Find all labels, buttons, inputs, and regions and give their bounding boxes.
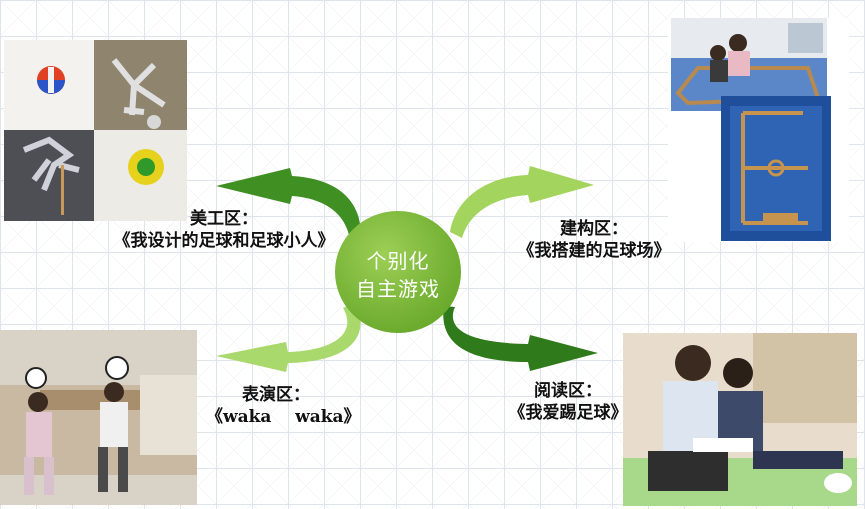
- read-area-photos: [623, 333, 857, 506]
- show-area-title: 《waka waka》: [206, 407, 361, 427]
- show-area-photo: [0, 330, 197, 505]
- build-area-title: 《我搭建的足球场》: [517, 241, 671, 261]
- build-area-label: 建构区： 《我搭建的足球场》: [514, 218, 674, 262]
- arrow-to-show-area: [216, 302, 361, 372]
- art-area-label: 美工区： 《我设计的足球和足球小人》: [104, 208, 344, 252]
- arrow-to-read-area: [443, 306, 598, 371]
- hub-line-2: 自主游戏: [356, 277, 440, 301]
- build-area-photos: [671, 18, 831, 241]
- show-area-name: 表演区：: [242, 385, 310, 405]
- show-area-label: 表演区： 《waka waka》: [206, 384, 361, 428]
- art-area-title: 《我设计的足球和足球小人》: [113, 231, 335, 251]
- build-area-name: 建构区：: [560, 219, 628, 239]
- center-hub: 个别化 自主游戏: [335, 211, 461, 333]
- hub-line-1: 个别化: [366, 249, 430, 273]
- read-area-title: 《我爱踢足球》: [508, 403, 628, 423]
- arrow-to-art-area: [216, 168, 361, 240]
- art-area-name: 美工区：: [190, 209, 258, 229]
- show-area-photos: [0, 330, 197, 505]
- art-area-photos: [4, 40, 187, 221]
- read-area-label: 阅读区： 《我爱踢足球》: [498, 380, 638, 424]
- arrow-to-build-area: [450, 166, 594, 238]
- read-area-name: 阅读区：: [534, 381, 602, 401]
- build-area-photo-panel: [668, 18, 849, 242]
- read-area-photo: [623, 333, 857, 506]
- art-area-photo-collage: [4, 40, 187, 221]
